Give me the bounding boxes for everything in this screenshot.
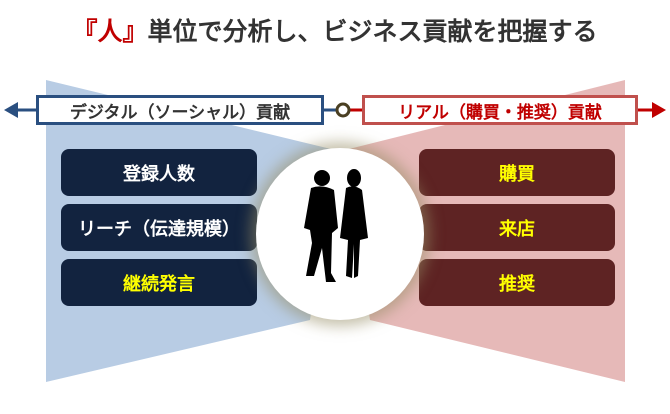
title-bracket-open: 『 [72,17,98,46]
title-bracket-close: 』 [122,17,148,46]
metric-reach: リーチ（伝達規模） [61,204,257,251]
center-node-icon [335,102,351,118]
page-title: 『人』単位で分析し、ビジネス貢献を把握する [0,12,670,48]
digital-contribution-label: デジタル（ソーシャル）貢献 [36,95,324,125]
metric-purchase: 購買 [419,149,615,196]
arrow-right-icon [652,102,666,118]
people-silhouette-icon [304,169,368,282]
real-contribution-label: リアル（購買・推奨）貢献 [362,95,638,125]
person-circle [256,148,424,320]
metric-continuous-posts: 継続発言 [61,259,257,306]
metric-store-visit: 来店 [419,204,615,251]
metric-recommendation: 推奨 [419,259,615,306]
title-highlight: 人 [97,17,123,46]
title-text: 単位で分析し、ビジネス貢献を把握する [147,17,598,46]
arrow-left-icon [4,102,18,118]
metric-registered-users: 登録人数 [61,149,257,196]
